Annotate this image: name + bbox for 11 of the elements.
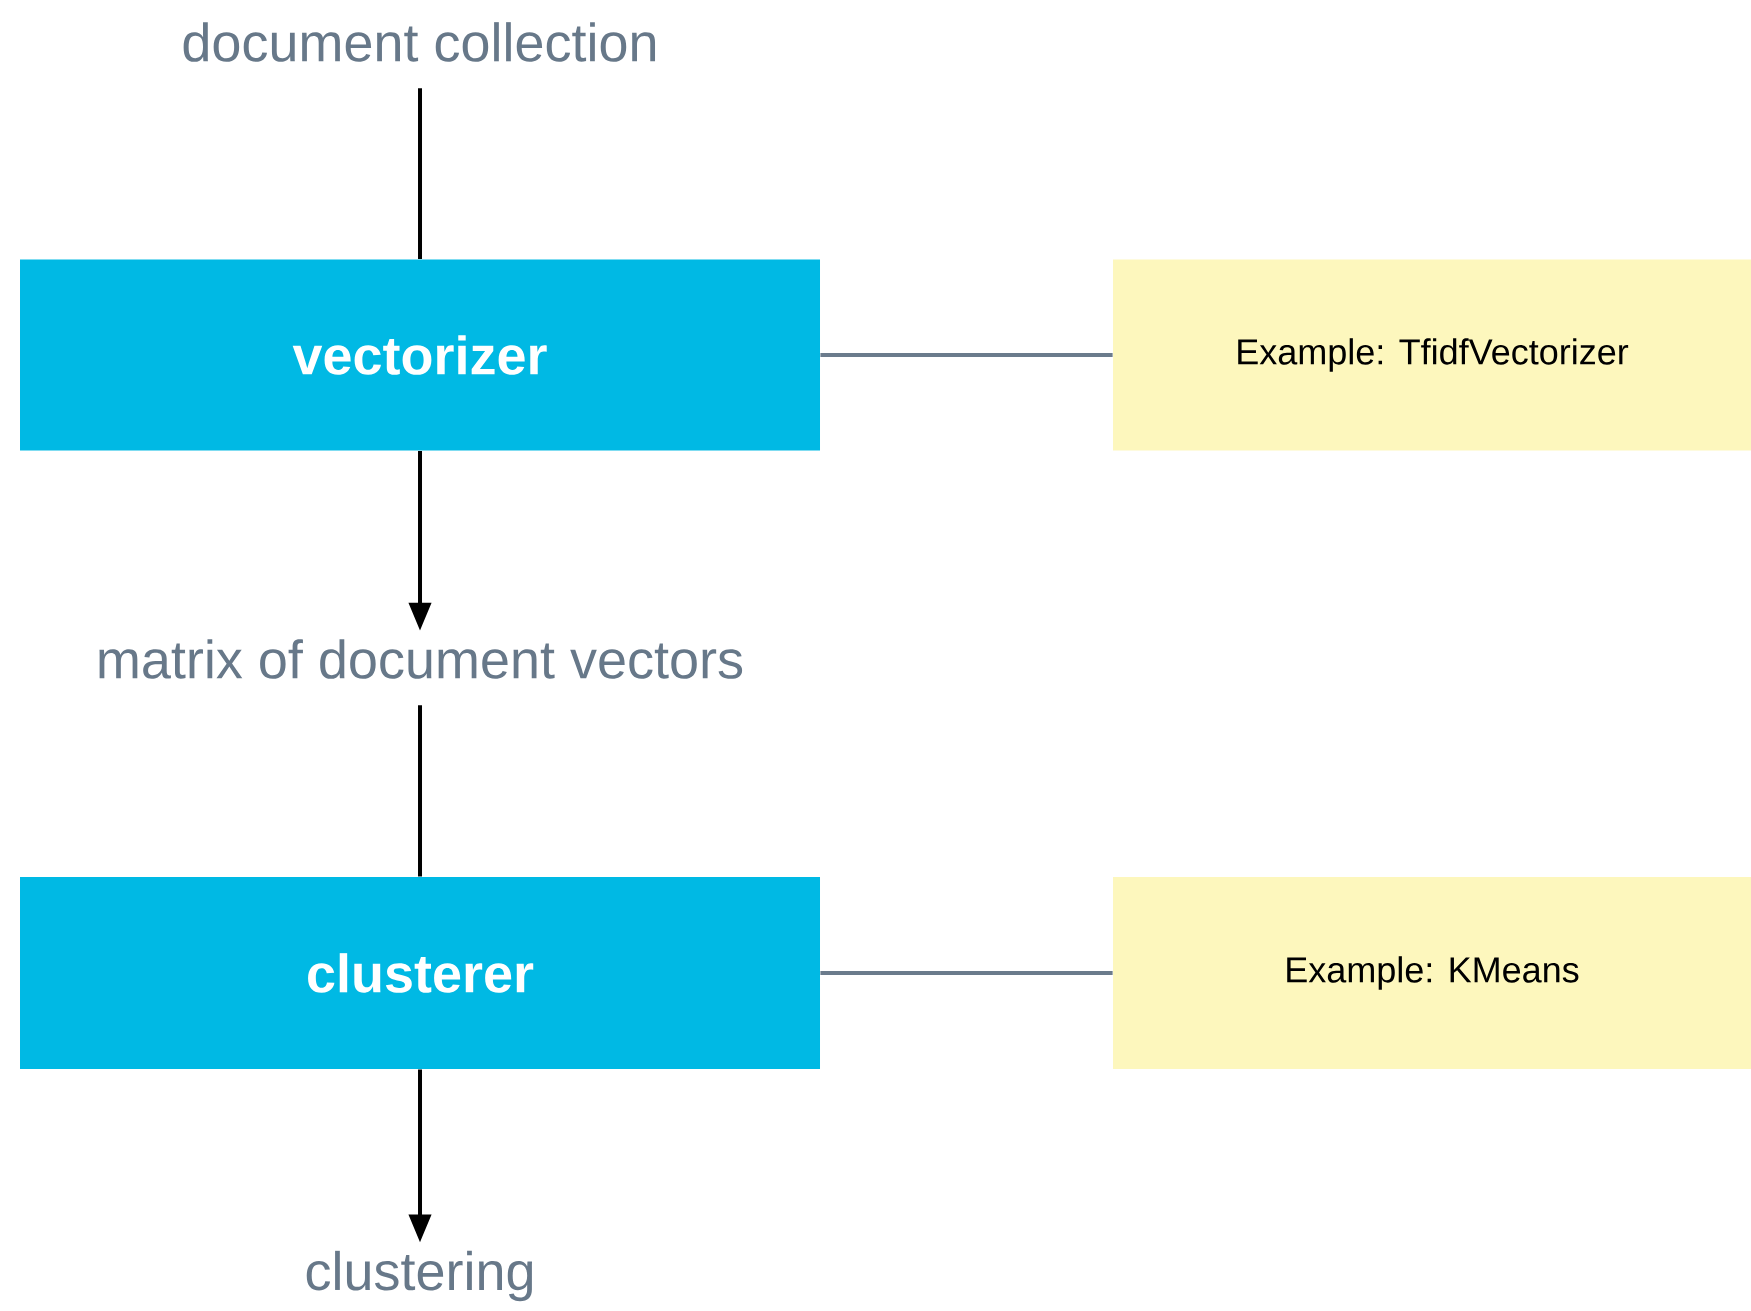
connector-line — [820, 971, 1113, 975]
data-label: document collection — [183, 22, 655, 62]
process-box: vectorizer — [20, 259, 820, 451]
example-box: Example: TfidfVectorizer — [1113, 259, 1751, 451]
process-box: clusterer — [20, 877, 820, 1069]
connector-line — [418, 88, 422, 260]
connector-line — [418, 705, 422, 877]
example-box: Example: KMeans — [1113, 877, 1751, 1069]
data-label: matrix of document vectors — [99, 639, 743, 679]
connector-line — [820, 353, 1113, 357]
data-label: clustering — [306, 1250, 533, 1302]
